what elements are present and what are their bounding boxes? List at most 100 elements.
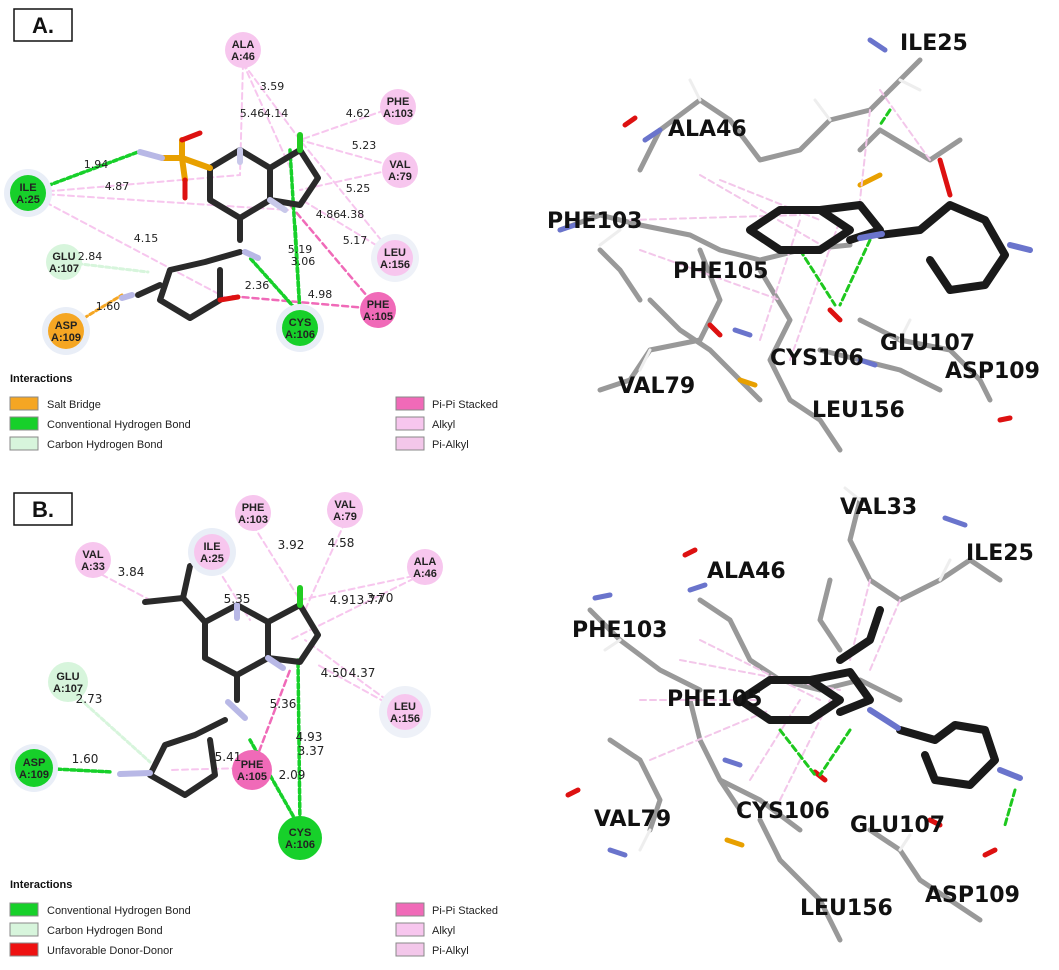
svg-text:5.46: 5.46 xyxy=(240,107,265,120)
svg-text:LEU156: LEU156 xyxy=(812,398,905,423)
panel-a-residues: ALA A:46 PHE A:103 VAL A:79 ILE A:25 xyxy=(4,32,419,355)
panel-b-label: B. xyxy=(32,497,54,522)
svg-text:Pi-Pi Stacked: Pi-Pi Stacked xyxy=(432,905,498,917)
residue-b-glu107: GLU A:107 xyxy=(48,662,88,702)
panel-a-3d-oxygens xyxy=(622,115,1013,423)
svg-text:GLU: GLU xyxy=(56,671,79,683)
panel-a-3d-nitrogens xyxy=(557,37,888,368)
svg-text:Carbon Hydrogen Bond: Carbon Hydrogen Bond xyxy=(47,439,163,451)
svg-text:VAL79: VAL79 xyxy=(594,807,671,832)
svg-text:A:109: A:109 xyxy=(19,769,49,781)
residue-b-cys106: CYS A:106 xyxy=(278,816,322,860)
panel-a-interactions xyxy=(26,62,401,331)
svg-text:LEU156: LEU156 xyxy=(800,896,893,921)
svg-text:ASP109: ASP109 xyxy=(945,359,1040,384)
svg-text:LEU: LEU xyxy=(394,701,416,713)
residue-phe103: PHE A:103 xyxy=(380,89,416,125)
svg-text:3.84: 3.84 xyxy=(118,565,145,579)
svg-text:A:107: A:107 xyxy=(53,683,83,695)
svg-text:PHE: PHE xyxy=(387,96,410,108)
residue-cys106: CYS A:106 xyxy=(276,304,324,352)
svg-text:A:79: A:79 xyxy=(388,171,412,183)
panel-a-label: A. xyxy=(32,13,54,38)
panel-b-3d-nitrogens xyxy=(592,515,968,858)
svg-text:3.06: 3.06 xyxy=(291,255,316,268)
panel-b-3d-oxygens xyxy=(565,547,998,858)
svg-text:A:109: A:109 xyxy=(51,332,81,344)
residue-b-ala46: ALA A:46 xyxy=(407,549,443,585)
svg-text:GLU: GLU xyxy=(52,251,75,263)
svg-text:A:156: A:156 xyxy=(390,713,420,725)
residue-b-phe103: PHE A:103 xyxy=(235,495,271,531)
svg-text:4.58: 4.58 xyxy=(328,536,355,550)
svg-text:ASP: ASP xyxy=(23,757,46,769)
svg-text:4.62: 4.62 xyxy=(346,107,371,120)
panel-a-3d-hydrogens xyxy=(598,78,922,372)
residue-leu156: LEU A:156 xyxy=(371,234,419,282)
svg-text:4.14: 4.14 xyxy=(264,107,289,120)
svg-text:1.94: 1.94 xyxy=(84,158,109,171)
panel-b-residues: PHE A:103 VAL A:79 VAL A:33 ILE A:25 xyxy=(10,492,443,860)
svg-text:A:46: A:46 xyxy=(413,568,437,580)
svg-text:2.84: 2.84 xyxy=(78,250,103,263)
svg-text:3.77: 3.77 xyxy=(357,593,384,607)
svg-text:A:105: A:105 xyxy=(237,771,267,783)
residue-b-leu156: LEU A:156 xyxy=(379,686,431,738)
svg-text:A:103: A:103 xyxy=(238,514,268,526)
svg-text:GLU107: GLU107 xyxy=(850,813,945,838)
svg-text:ILE25: ILE25 xyxy=(900,31,968,56)
panel-a-legend: Interactions Salt Bridge Conventional Hy… xyxy=(9,373,498,451)
svg-text:ALA46: ALA46 xyxy=(707,559,786,584)
residue-glu107: GLU A:107 xyxy=(46,244,82,280)
svg-text:PHE: PHE xyxy=(242,502,265,514)
panel-b-distances: 3.92 4.58 3.84 3.70 5.35 4.91 3.77 4.50 … xyxy=(72,536,394,782)
svg-text:PHE: PHE xyxy=(241,759,264,771)
svg-text:CYS106: CYS106 xyxy=(770,346,864,371)
svg-text:4.87: 4.87 xyxy=(105,180,130,193)
svg-text:Alkyl: Alkyl xyxy=(432,925,455,937)
panel-a-3d-ligand-n xyxy=(857,231,1033,253)
svg-text:5.23: 5.23 xyxy=(352,139,377,152)
svg-text:A:106: A:106 xyxy=(285,329,315,341)
svg-text:Conventional Hydrogen Bond: Conventional Hydrogen Bond xyxy=(47,419,191,431)
svg-text:5.41: 5.41 xyxy=(215,750,242,764)
panel-a-3d: ILE25 ALA46 PHE103 PHE105 CYS106 GLU107 … xyxy=(547,31,1040,453)
svg-text:GLU107: GLU107 xyxy=(880,331,975,356)
residue-b-phe105: PHE A:105 xyxy=(232,750,272,790)
svg-text:5.36: 5.36 xyxy=(270,697,297,711)
residue-b-val33: VAL A:33 xyxy=(75,542,111,578)
svg-text:5.25: 5.25 xyxy=(346,182,371,195)
panel-b-3d-hydrogens xyxy=(603,486,952,852)
panel-a-label-box xyxy=(13,8,73,42)
svg-text:A:103: A:103 xyxy=(383,108,413,120)
residue-b-val79: VAL A:79 xyxy=(327,492,363,528)
svg-text:3.70: 3.70 xyxy=(367,591,394,605)
panel-b-3d-ligand-n xyxy=(867,707,1023,781)
panel-a-3d-labels: ILE25 ALA46 PHE103 PHE105 CYS106 GLU107 … xyxy=(547,31,1040,423)
svg-text:2.73: 2.73 xyxy=(76,692,103,706)
svg-text:5.17: 5.17 xyxy=(343,234,368,247)
panel-b-legend: Interactions Conventional Hydrogen Bond … xyxy=(9,879,498,957)
svg-text:Conventional Hydrogen Bond: Conventional Hydrogen Bond xyxy=(47,905,191,917)
panel-a-2d: A. xyxy=(4,8,498,451)
svg-text:3.37: 3.37 xyxy=(298,744,325,758)
panel-b-3d-sticks xyxy=(587,497,1003,943)
svg-text:PHE105: PHE105 xyxy=(667,687,763,712)
panel-b-3d-ligand xyxy=(736,606,999,789)
svg-text:4.15: 4.15 xyxy=(134,232,159,245)
svg-text:VAL: VAL xyxy=(82,549,103,561)
svg-text:PHE105: PHE105 xyxy=(673,259,769,284)
svg-text:CYS106: CYS106 xyxy=(736,799,830,824)
svg-text:ALA: ALA xyxy=(232,39,255,51)
ligand-a-molecule xyxy=(119,130,321,321)
svg-text:Pi-Alkyl: Pi-Alkyl xyxy=(432,439,469,451)
residue-phe105: PHE A:105 xyxy=(360,292,396,328)
svg-text:4.91: 4.91 xyxy=(330,593,357,607)
svg-text:PHE103: PHE103 xyxy=(572,618,668,643)
svg-text:VAL33: VAL33 xyxy=(840,495,917,520)
residue-b-asp109: ASP A:109 xyxy=(10,744,58,792)
svg-text:5.19: 5.19 xyxy=(288,243,313,256)
residue-asp109: ASP A:109 xyxy=(42,307,90,355)
residue-ile25: ILE A:25 xyxy=(4,169,52,217)
